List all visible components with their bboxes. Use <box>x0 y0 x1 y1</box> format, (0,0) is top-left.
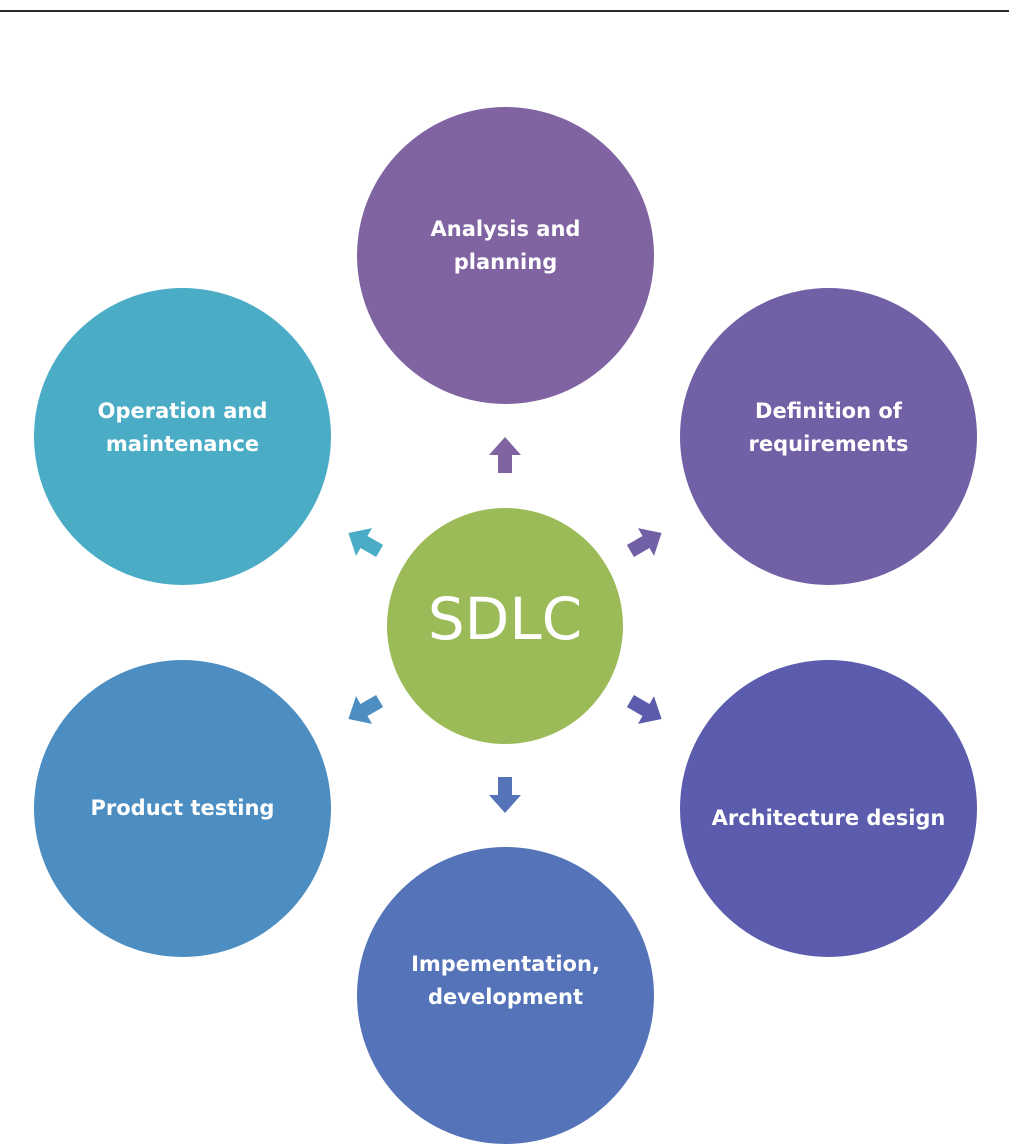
phase-label-definition: Definition of requirements <box>748 398 909 456</box>
phase-definition-of-requirements: Definition of requirements <box>680 288 977 585</box>
sdlc-center-node: SDLC <box>387 508 623 744</box>
arrow-up-icon <box>485 435 525 475</box>
arrow-down-icon <box>485 775 525 815</box>
phase-operation-and-maintenance: Operation and maintenance <box>34 288 331 585</box>
top-divider <box>0 10 1009 12</box>
arrow-upper-right-icon <box>619 515 674 570</box>
phase-analysis-and-planning: Analysis and planning <box>357 107 654 404</box>
phase-label-testing: Product testing <box>90 796 275 820</box>
phase-label-operation: Operation and maintenance <box>97 398 268 456</box>
phase-label-analysis: Analysis and planning <box>430 216 581 274</box>
arrow-upper-left-icon <box>337 515 392 570</box>
phase-architecture-design: Architecture design <box>680 660 977 957</box>
phase-label-implementation: Impementation, development <box>411 951 600 1009</box>
phase-label-architecture: Architecture design <box>711 806 946 830</box>
phase-product-testing: Product testing <box>34 660 331 957</box>
center-label: SDLC <box>427 585 583 653</box>
arrow-lower-left-icon <box>337 683 392 738</box>
phase-implementation-development: Impementation, development <box>357 847 654 1144</box>
arrow-lower-right-icon <box>619 683 674 738</box>
